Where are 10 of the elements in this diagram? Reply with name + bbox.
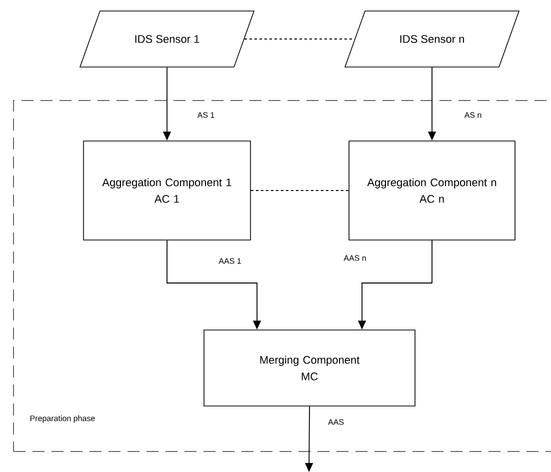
edge-label: AS n <box>463 111 483 119</box>
edge-label: AAS n <box>342 254 368 262</box>
component-box: Aggregation Component n AC n <box>348 140 516 240</box>
connector-line <box>250 190 350 191</box>
edge-label: AAS <box>327 418 345 426</box>
connector-line <box>244 38 355 40</box>
component-box: Merging Component MC <box>204 330 416 406</box>
edge-label: AS 1 <box>196 111 216 119</box>
edge-label: AAS 1 <box>218 257 242 265</box>
component-box: Aggregation Component 1 AC 1 <box>83 140 251 240</box>
